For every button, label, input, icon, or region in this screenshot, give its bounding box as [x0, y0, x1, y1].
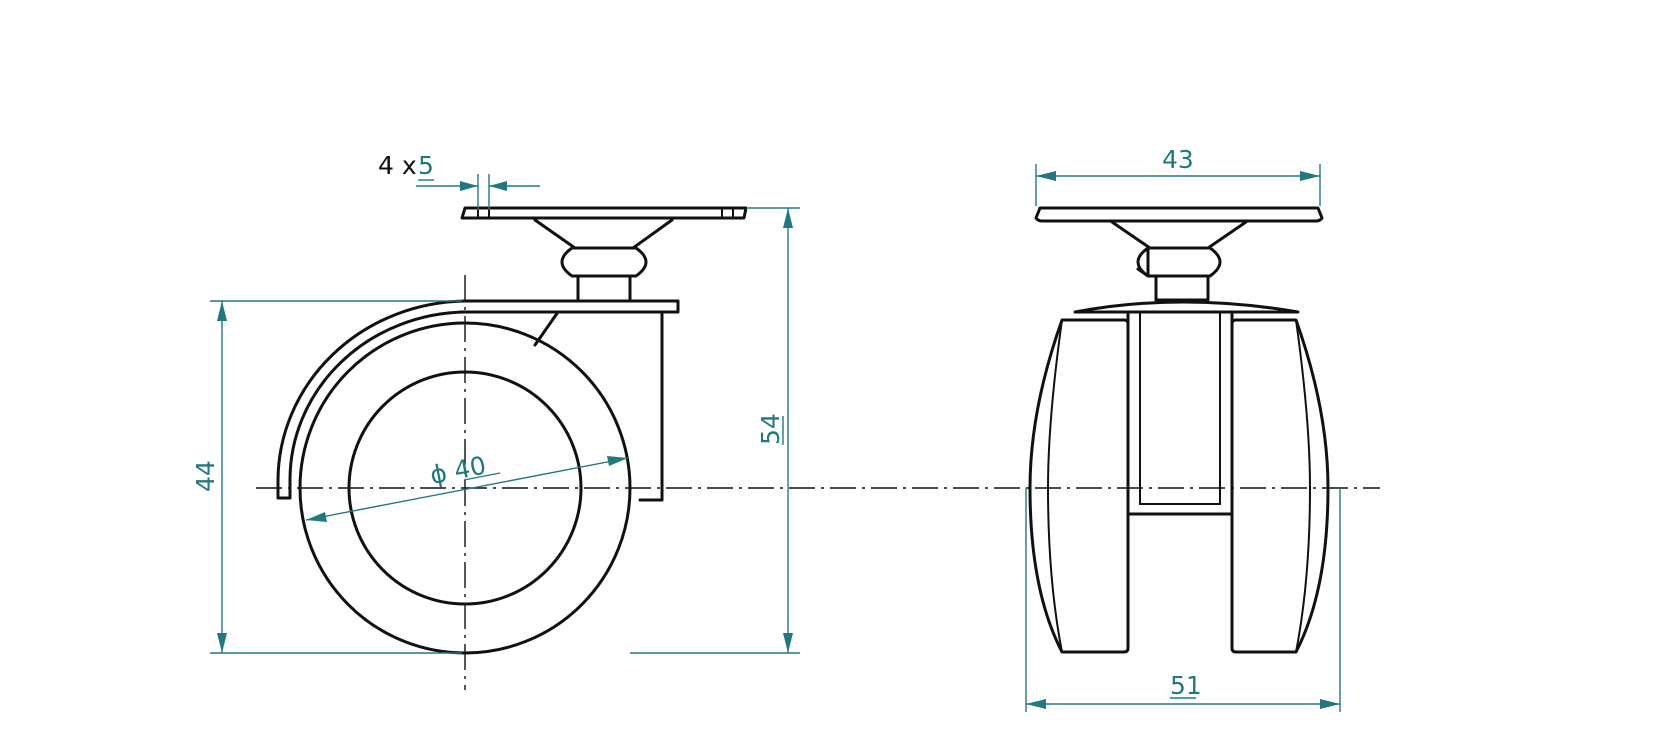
side-swivel-bearing [560, 246, 648, 278]
dim-hole-callout: 4 x 5 [378, 151, 540, 210]
front-mounting-plate [1034, 206, 1324, 223]
front-swivel-bearing [1136, 246, 1222, 278]
front-fork-top [1073, 300, 1300, 314]
dim-hole-size: 5 [418, 151, 434, 180]
dim-plate-width-label: 43 [1162, 145, 1194, 174]
dim-wheel-diameter-label: ϕ 40 [428, 451, 489, 490]
front-left-tire-inner [1046, 319, 1063, 653]
front-swivel-neck [1110, 220, 1248, 250]
side-stem [576, 274, 632, 303]
side-wheel-guard [276, 299, 467, 500]
side-fork-top [458, 299, 680, 314]
front-fork-body [1126, 310, 1234, 516]
front-stem [1154, 274, 1210, 302]
dimensions: 4 x 5 43 54 [191, 145, 1341, 712]
front-right-tire-inner [1295, 319, 1312, 653]
side-swivel-neck [533, 218, 674, 250]
dim-overall-width: 51 [1025, 488, 1341, 712]
dim-plate-width: 43 [1035, 145, 1321, 206]
dim-hole-count: 4 x [378, 151, 417, 180]
dim-total-height: 54 [630, 207, 800, 654]
front-left-tire [1028, 318, 1130, 654]
dim-overall-width-label: 51 [1170, 671, 1202, 700]
front-right-tire [1230, 318, 1330, 654]
front-fork-inner [1139, 312, 1221, 505]
dim-wheel-height: 44 [191, 300, 462, 654]
dim-wheel-height-label: 44 [191, 460, 220, 492]
dim-total-height-label: 54 [756, 413, 785, 445]
side-mounting-plate [460, 206, 748, 220]
center-lines [256, 275, 1380, 690]
side-view [276, 206, 748, 655]
front-view [1028, 206, 1330, 654]
